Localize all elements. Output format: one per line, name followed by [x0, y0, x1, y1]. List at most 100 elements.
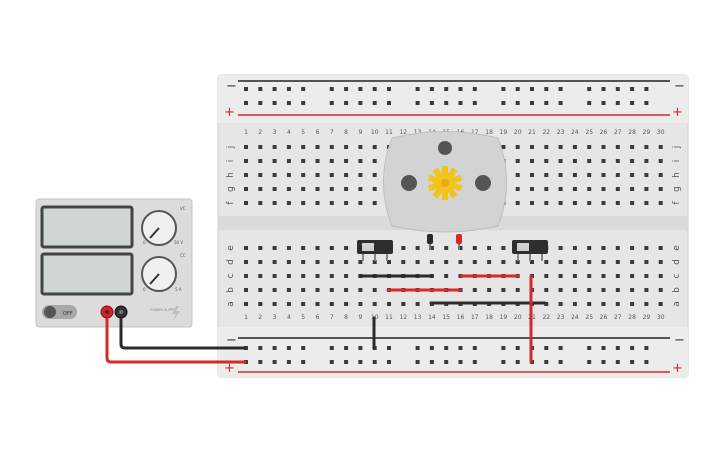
- breadboard-hole[interactable]: [358, 159, 363, 163]
- breadboard-hole[interactable]: [572, 145, 577, 149]
- breadboard-hole[interactable]: [344, 159, 349, 163]
- breadboard-hole[interactable]: [272, 246, 277, 250]
- breadboard-hole[interactable]: [301, 173, 306, 177]
- breadboard-hole[interactable]: [630, 246, 635, 250]
- breadboard-hole[interactable]: [286, 302, 291, 306]
- breadboard-hole[interactable]: [658, 260, 663, 264]
- breadboard-hole[interactable]: [530, 201, 534, 205]
- breadboard-hole[interactable]: [472, 101, 477, 105]
- breadboard-hole[interactable]: [644, 187, 649, 191]
- breadboard-hole[interactable]: [372, 173, 377, 177]
- breadboard-hole[interactable]: [587, 346, 592, 350]
- breadboard-hole[interactable]: [572, 173, 577, 177]
- breadboard-hole[interactable]: [301, 302, 306, 306]
- breadboard-hole[interactable]: [344, 145, 349, 149]
- breadboard-hole[interactable]: [315, 260, 320, 264]
- breadboard-hole[interactable]: [329, 159, 334, 163]
- breadboard-hole[interactable]: [530, 260, 534, 264]
- breadboard-hole[interactable]: [544, 145, 549, 149]
- breadboard-hole[interactable]: [487, 260, 492, 264]
- breadboard-hole[interactable]: [558, 346, 563, 350]
- breadboard-hole[interactable]: [544, 87, 549, 91]
- breadboard-hole[interactable]: [301, 360, 306, 364]
- breadboard-hole[interactable]: [344, 187, 349, 191]
- breadboard-hole[interactable]: [615, 187, 620, 191]
- breadboard-hole[interactable]: [272, 360, 277, 364]
- breadboard-hole[interactable]: [658, 173, 663, 177]
- breadboard-hole[interactable]: [272, 87, 277, 91]
- breadboard-hole[interactable]: [429, 260, 434, 264]
- breadboard-hole[interactable]: [587, 173, 592, 177]
- breadboard-hole[interactable]: [286, 360, 291, 364]
- breadboard-hole[interactable]: [458, 87, 463, 91]
- breadboard-hole[interactable]: [501, 101, 506, 105]
- breadboard-hole[interactable]: [344, 360, 349, 364]
- breadboard-hole[interactable]: [572, 246, 577, 250]
- breadboard-hole[interactable]: [329, 173, 334, 177]
- breadboard-hole[interactable]: [558, 288, 563, 292]
- breadboard-hole[interactable]: [272, 346, 277, 350]
- breadboard-hole[interactable]: [587, 201, 592, 205]
- breadboard-hole[interactable]: [358, 302, 363, 306]
- breadboard-hole[interactable]: [472, 346, 477, 350]
- breadboard-hole[interactable]: [329, 288, 334, 292]
- breadboard-hole[interactable]: [444, 246, 449, 250]
- breadboard-hole[interactable]: [601, 274, 606, 278]
- breadboard-hole[interactable]: [258, 360, 263, 364]
- breadboard-hole[interactable]: [658, 187, 663, 191]
- breadboard-hole[interactable]: [501, 260, 506, 264]
- breadboard-hole[interactable]: [344, 101, 349, 105]
- breadboard-hole[interactable]: [658, 201, 663, 205]
- breadboard-hole[interactable]: [601, 159, 606, 163]
- breadboard-hole[interactable]: [601, 260, 606, 264]
- breadboard-hole[interactable]: [372, 360, 377, 364]
- breadboard-hole[interactable]: [558, 159, 563, 163]
- breadboard-hole[interactable]: [358, 187, 363, 191]
- breadboard-hole[interactable]: [644, 346, 649, 350]
- breadboard-hole[interactable]: [372, 159, 377, 163]
- breadboard-hole[interactable]: [272, 101, 277, 105]
- breadboard-hole[interactable]: [658, 246, 663, 250]
- breadboard-hole[interactable]: [286, 187, 291, 191]
- breadboard-hole[interactable]: [315, 173, 320, 177]
- breadboard-hole[interactable]: [572, 302, 577, 306]
- breadboard-hole[interactable]: [601, 145, 606, 149]
- breadboard-hole[interactable]: [244, 187, 248, 191]
- breadboard-hole[interactable]: [344, 201, 349, 205]
- breadboard-hole[interactable]: [301, 87, 306, 91]
- breadboard-hole[interactable]: [286, 288, 291, 292]
- breadboard-hole[interactable]: [572, 274, 577, 278]
- slide-switch-2[interactable]: [512, 240, 548, 261]
- breadboard-hole[interactable]: [358, 101, 363, 105]
- breadboard-hole[interactable]: [558, 145, 563, 149]
- breadboard-hole[interactable]: [258, 246, 263, 250]
- breadboard-hole[interactable]: [272, 187, 277, 191]
- breadboard-hole[interactable]: [658, 274, 663, 278]
- breadboard-hole[interactable]: [644, 274, 649, 278]
- breadboard-hole[interactable]: [558, 201, 563, 205]
- breadboard-hole[interactable]: [630, 145, 635, 149]
- breadboard-hole[interactable]: [630, 288, 635, 292]
- breadboard-hole[interactable]: [615, 173, 620, 177]
- breadboard-hole[interactable]: [501, 145, 506, 149]
- breadboard-hole[interactable]: [301, 246, 306, 250]
- breadboard-hole[interactable]: [301, 101, 306, 105]
- breadboard-hole[interactable]: [630, 187, 635, 191]
- breadboard-hole[interactable]: [358, 87, 363, 91]
- jumper-wires[interactable]: [358, 274, 547, 364]
- slide-switch-2-handle[interactable]: [517, 243, 529, 251]
- breadboard-hole[interactable]: [615, 145, 620, 149]
- breadboard-hole[interactable]: [501, 346, 506, 350]
- breadboard-hole[interactable]: [472, 360, 477, 364]
- breadboard-hole[interactable]: [630, 274, 635, 278]
- breadboard-hole[interactable]: [272, 288, 277, 292]
- breadboard-hole[interactable]: [372, 187, 377, 191]
- breadboard-hole[interactable]: [630, 87, 635, 91]
- breadboard-hole[interactable]: [344, 246, 349, 250]
- slide-switch-1[interactable]: [357, 240, 393, 261]
- breadboard-hole[interactable]: [615, 360, 620, 364]
- breadboard-hole[interactable]: [258, 159, 263, 163]
- breadboard-hole[interactable]: [472, 87, 477, 91]
- breadboard-hole[interactable]: [444, 346, 449, 350]
- breadboard-hole[interactable]: [244, 246, 248, 250]
